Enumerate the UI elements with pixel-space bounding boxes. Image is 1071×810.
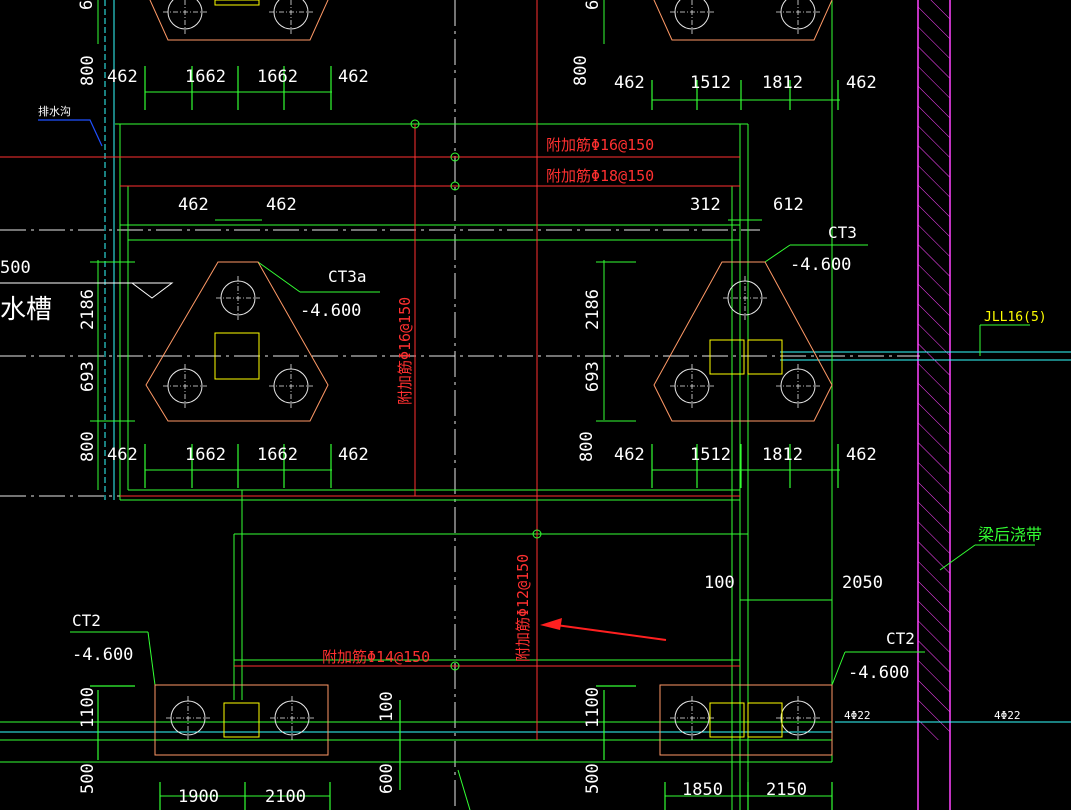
pile-circle-symbol [723, 276, 767, 320]
pile-circle-symbol [270, 696, 314, 740]
label-ct2-left-elev: -4.600 [72, 645, 133, 665]
dim-top-right-1: 462 [614, 73, 645, 93]
pile-circle-symbol [166, 696, 210, 740]
label-partial-500: 500 [0, 258, 31, 278]
dim-bottom-left-1: 1900 [178, 787, 219, 807]
dim-vert-left-4: 800 [78, 431, 98, 462]
dim-vert-left-1: 800 [78, 55, 98, 86]
column-square-symbol [709, 702, 745, 738]
dim-low-left-4: 462 [338, 445, 369, 465]
pile-circle-symbol [776, 364, 820, 408]
pile-cap-outlines [145, 0, 833, 756]
dim-ct2-right-v: 1100 [583, 687, 603, 728]
pile-group [163, 0, 820, 740]
dim-top-right-2: 1512 [690, 73, 731, 93]
dim-top-right-4: 462 [846, 73, 877, 93]
label-ct2-right-elev: -4.600 [848, 663, 909, 683]
column-square-symbol [214, 332, 260, 380]
dim-top-left-4: 462 [338, 67, 369, 87]
pile-circle-symbol [670, 364, 714, 408]
dim-low-right-2: 1512 [690, 445, 731, 465]
column-square-symbol [747, 702, 783, 738]
label-ct3a-elev: -4.600 [300, 301, 361, 321]
dim-mid-right-1: 312 [690, 195, 721, 215]
dim-low-left-1: 462 [107, 445, 138, 465]
rebar-note-4: 附加筋Φ12@150 [514, 554, 532, 662]
dim-top-left-2: 1662 [185, 67, 226, 87]
label-rebar-b: 4Φ22 [994, 709, 1021, 722]
pile-circle-symbol [776, 696, 820, 740]
dim-vert-right-2: 2186 [583, 289, 603, 330]
column-square-symbol [709, 339, 745, 375]
label-drain-ditch: 排水沟 [38, 104, 71, 118]
dim-top-right-3: 1812 [762, 73, 803, 93]
section-triangle-symbol [130, 282, 174, 299]
rebar-note-1: 附加筋Φ16@150 [546, 136, 654, 154]
dim-vert-right-1: 800 [571, 55, 591, 86]
dim-low-right-3: 1812 [762, 445, 803, 465]
dim-mid-left-2: 462 [266, 195, 297, 215]
beam-lines [0, 0, 1071, 733]
dim-bottom-v-2: 600 [377, 763, 397, 794]
dim-bottom-left-2: 2100 [265, 787, 306, 807]
rebar-note-2: 附加筋Φ18@150 [546, 167, 654, 185]
dim-top-left-3: 1662 [257, 67, 298, 87]
label-ct2-left: CT2 [72, 611, 101, 630]
pile-circle-symbol [670, 0, 714, 34]
dim-top-partial-left: 6 [77, 0, 97, 10]
dim-low-left-2: 1662 [185, 445, 226, 465]
label-ct2-right: CT2 [886, 629, 915, 648]
dim-mid-right-2: 612 [773, 195, 804, 215]
dim-ct2-left-v2: 100 [377, 691, 397, 722]
dim-bottom-right-2: 2150 [766, 780, 807, 800]
dim-vert-left-2: 2186 [78, 289, 98, 330]
red-rebar-lines [0, 0, 740, 740]
dim-vert-left-3: 693 [78, 361, 98, 392]
dim-top-left-1: 462 [107, 67, 138, 87]
label-rebar-a: 4Φ22 [844, 709, 871, 722]
pile-circle-symbol [670, 696, 714, 740]
dim-mid-100: 100 [704, 573, 735, 593]
column-square-symbol [747, 339, 783, 375]
dim-low-left-3: 1662 [257, 445, 298, 465]
rebar-note-3: 附加筋Φ16@150 [396, 297, 414, 405]
pile-circle-symbol [776, 0, 820, 34]
column-group [214, 0, 783, 738]
dim-mid-left-1: 462 [178, 195, 209, 215]
label-post-pour-strip: 梁后浇带 [978, 525, 1042, 544]
hatch-pattern-symbol [918, 0, 950, 740]
label-ct3-elev: -4.600 [790, 255, 851, 275]
dim-vert-right-4: 800 [577, 431, 597, 462]
label-water-tank: 水槽 [0, 295, 52, 325]
column-square-symbol [223, 702, 260, 738]
dim-top-partial-right: 6 [583, 0, 603, 10]
dim-ct2-left-v: 1100 [78, 687, 98, 728]
pile-circle-symbol [269, 364, 313, 408]
arrow-pointer-symbol [540, 618, 562, 630]
pile-circle-symbol [163, 364, 207, 408]
column-square-symbol [214, 0, 260, 6]
dim-bottom-v-3: 500 [583, 763, 603, 794]
label-ct3a: CT3a [328, 267, 367, 286]
rebar-note-5: 附加筋Φ14@150 [322, 648, 430, 666]
dim-bottom-right-1: 1850 [682, 780, 723, 800]
post-pour-strip [917, 0, 951, 810]
pile-circle-symbol [216, 276, 260, 320]
pile-circle-symbol [163, 0, 207, 34]
dim-low-right-4: 462 [846, 445, 877, 465]
axis-lines [0, 0, 920, 810]
pile-circle-symbol [269, 0, 313, 34]
dim-low-right-1: 462 [614, 445, 645, 465]
dim-bottom-v-1: 500 [78, 763, 98, 794]
label-ct3: CT3 [828, 223, 857, 242]
label-jll16: JLL16(5) [984, 310, 1047, 325]
dim-mid-2050: 2050 [842, 573, 883, 593]
dim-vert-right-3: 693 [583, 361, 603, 392]
